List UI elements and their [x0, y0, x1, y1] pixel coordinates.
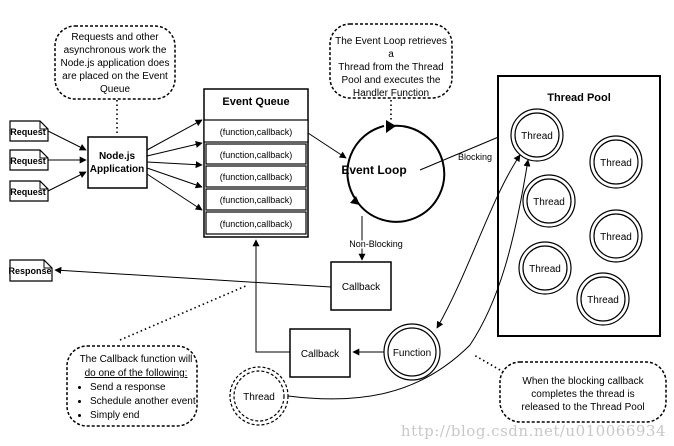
queue-item: (function,callback): [220, 172, 293, 182]
app-to-queue-arrow: [146, 141, 203, 157]
thread-node: Thread: [522, 174, 576, 228]
callback-box-1: [330, 261, 392, 311]
event-queue-callout: Requests and other asynchronous work the…: [58, 31, 172, 96]
released-thread-label: Thread: [243, 392, 275, 403]
blocking-callout: When the blocking callback completes the…: [502, 375, 664, 414]
request-label: Request: [10, 127, 46, 137]
thread-label: Thread: [600, 158, 632, 169]
queue-to-loop-arrow: [307, 132, 347, 159]
request-arrow: [47, 171, 87, 192]
blocking-label: Blocking: [458, 152, 492, 162]
callback-to-queue-arrow: [252, 239, 290, 353]
non-blocking-label: Non-Blocking: [349, 239, 403, 249]
thread-label: Thread: [521, 131, 553, 142]
callback-callout-bubble: [66, 345, 198, 427]
event-loop-ring: [346, 125, 385, 201]
app-label-line2: Application: [90, 164, 144, 175]
function-label: Function: [393, 348, 431, 359]
app-to-queue-arrow: [146, 161, 203, 169]
list-item: Simply end: [90, 409, 196, 423]
queue-item: (function,callback): [220, 219, 293, 229]
callback-to-response-arrow: [54, 266, 332, 288]
event-loop-callout: The Event Loop retrieves a Thread from t…: [332, 35, 450, 100]
queue-item: (function,callback): [220, 195, 293, 205]
response-label: Response: [8, 266, 51, 276]
request-doc-3: Request: [9, 180, 49, 202]
thread-node: Thread: [589, 209, 643, 263]
thread-pool-title: Thread Pool: [547, 92, 611, 104]
queue-item-box: [205, 143, 307, 165]
response-doc: Response: [8, 259, 53, 282]
thread-node: Thread: [518, 241, 572, 295]
app-to-queue-arrow: [146, 173, 203, 211]
event-queue-callout-bubble: [54, 25, 176, 100]
callout-connector: [473, 354, 501, 371]
nodejs-application-box: [87, 136, 148, 189]
event-loop-arrowhead: [350, 196, 360, 205]
request-label: Request: [10, 156, 46, 166]
callout-line: released to the Thread Pool: [521, 402, 645, 413]
thread-label: Thread: [529, 264, 561, 275]
thread-function-connector: [436, 154, 521, 329]
thread-node: Thread: [576, 272, 630, 326]
thread-label: Thread: [587, 295, 619, 306]
callout-line: When the blocking callback: [522, 376, 644, 387]
queue-item: (function,callback): [220, 127, 293, 137]
thread-node: Thread: [510, 108, 564, 162]
callout-line: The Event Loop retrieves a: [335, 36, 447, 60]
thread-label: Thread: [600, 232, 632, 243]
callback-label: Callback: [301, 349, 340, 360]
queue-item-box: [205, 188, 307, 211]
callback-box-2: [289, 328, 351, 378]
event-loop-callout-bubble: [329, 23, 453, 99]
request-doc-1: Request: [9, 120, 49, 142]
callout-line: asynchronous work the: [63, 45, 167, 56]
callout-line: Handler Function: [352, 88, 430, 99]
event-loop-label: Event Loop: [341, 163, 406, 177]
callout-line: Thread from the Thread: [338, 62, 444, 73]
released-thread-inner: [233, 370, 285, 422]
queue-item-box: [205, 211, 307, 235]
callout-line: The Callback function will: [79, 354, 193, 365]
callout-line: Requests and other: [71, 32, 159, 43]
event-queue-items: (function,callback) (function,callback) …: [203, 119, 309, 235]
callout-line: Pool and executes the: [341, 75, 441, 86]
released-thread-return: [287, 159, 531, 400]
callout-line: completes the thread is: [531, 389, 635, 400]
callback-callout: The Callback function will do one of the…: [76, 353, 196, 423]
callback-label: Callback: [342, 282, 381, 293]
request-arrow: [47, 130, 87, 151]
app-label-line1: Node.js: [99, 151, 136, 162]
callout-line: are placed on the Event: [62, 71, 168, 82]
callout-line: Queue: [99, 84, 131, 95]
queue-item-box: [203, 119, 309, 143]
list-item: Schedule another event: [90, 395, 196, 409]
callout-line: Node.js application does: [60, 58, 170, 69]
callout-connector: [119, 284, 249, 341]
app-to-queue-arrow: [146, 119, 203, 151]
callback-options-list: Send a response Schedule another event S…: [76, 381, 196, 423]
callout-line: do one of the following:: [84, 368, 188, 379]
event-loop-arrowhead: [386, 120, 396, 133]
watermark: http://blog.csdn.net/u010066934: [400, 422, 666, 440]
list-item: Send a response: [90, 381, 196, 395]
function-node-inner: [387, 327, 437, 377]
blocking-arrow: [419, 132, 509, 171]
blocking-callout-bubble: [499, 361, 667, 423]
request-doc-2: Request: [9, 149, 49, 171]
thread-node: Thread: [589, 135, 643, 189]
queue-item: (function,callback): [220, 150, 293, 160]
app-to-queue-arrow: [146, 167, 203, 189]
thread-label: Thread: [533, 197, 565, 208]
request-label: Request: [10, 187, 46, 197]
queue-item-box: [205, 165, 307, 188]
event-queue-title: Event Queue: [222, 96, 289, 108]
